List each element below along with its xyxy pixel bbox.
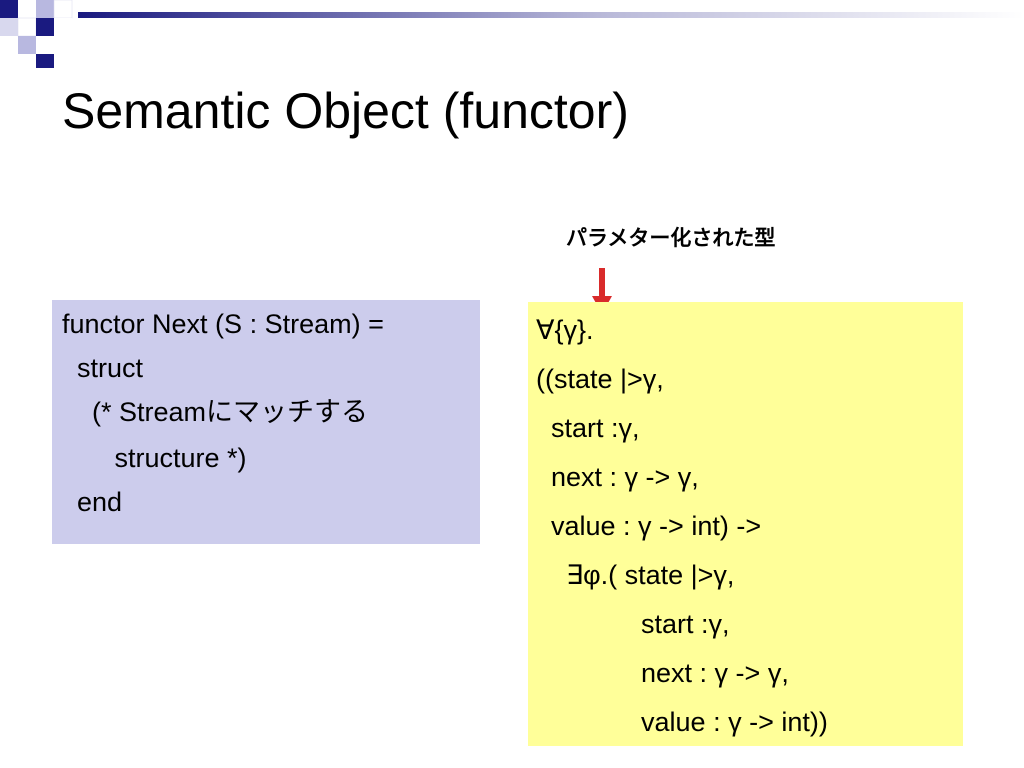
functor-code-box: functor Next (S : Stream) = struct (* St… xyxy=(52,300,480,544)
code-line: structure *) xyxy=(62,443,247,473)
slide-title: Semantic Object (functor) xyxy=(62,83,629,139)
annotation-label: パラメター化された型 xyxy=(566,226,776,250)
code-line: (* Streamにマッチする xyxy=(62,397,369,427)
code-line: next : γ -> γ, xyxy=(536,658,789,688)
code-line: next : γ -> γ, xyxy=(536,462,699,492)
code-line: ∃φ.( state |>γ, xyxy=(536,560,735,590)
code-line: start :γ, xyxy=(536,609,730,639)
code-line: start :γ, xyxy=(536,413,640,443)
code-line: struct xyxy=(62,353,144,383)
code-line: value : γ -> int)) xyxy=(536,707,828,737)
header-decoration xyxy=(0,0,1024,68)
code-line: ∀{γ}. xyxy=(536,315,594,345)
type-signature-box: ∀{γ}. ((state |>γ, start :γ, next : γ ->… xyxy=(528,302,963,746)
code-line: value : γ -> int) -> xyxy=(536,511,762,541)
code-line: end xyxy=(62,487,123,517)
code-line: ((state |>γ, xyxy=(536,364,664,394)
code-line: functor Next (S : Stream) = xyxy=(62,309,384,339)
